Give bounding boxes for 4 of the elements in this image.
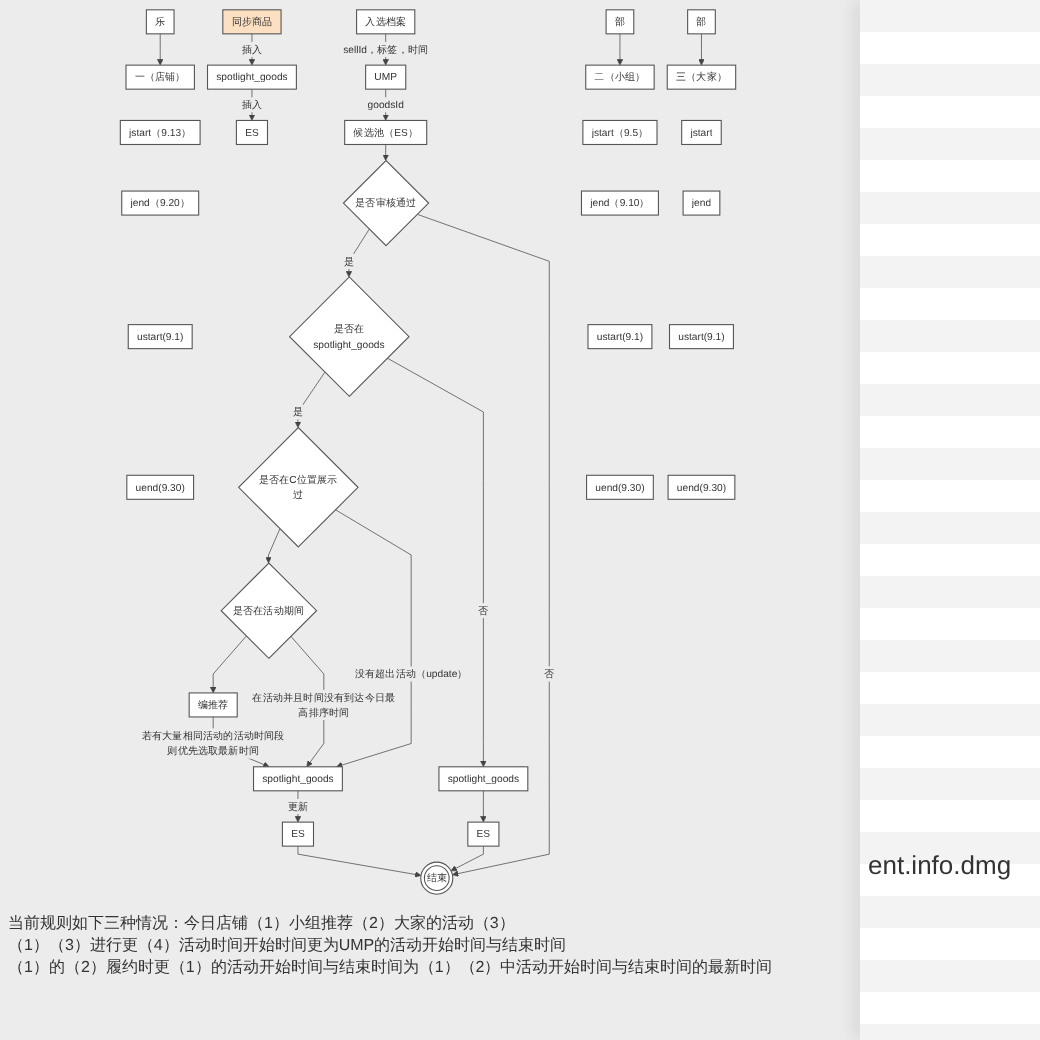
note-text: （1）（3）进行更（4）活动时间开始时间更为UMP的活动开始时间与结束时间	[8, 934, 569, 956]
note-text: （1）的（2）履约时更（1）的活动开始时间与结束时间为（1）（2）中活动开始时间与结束时间的最新时间	[8, 956, 775, 978]
file-name: ent.info.dmg	[868, 850, 1012, 880]
note-text: 当前规则如下三种情况：今日店铺（1）小组推荐（2）大家的活动（3）	[8, 912, 517, 934]
